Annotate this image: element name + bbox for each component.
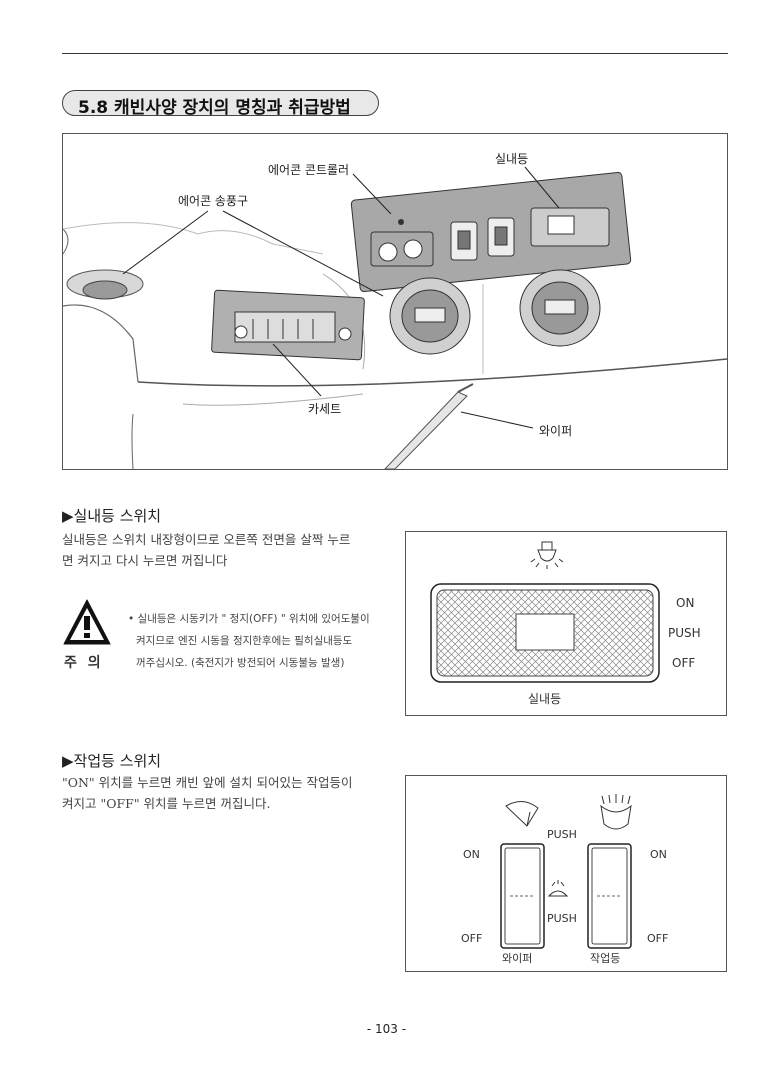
room-light-off-label: OFF <box>672 656 696 670</box>
room-light-illustration <box>430 541 660 683</box>
cabin-figure: 에어콘 콘트롤러 실내등 에어콘 송풍구 카세트 와이퍼 <box>62 133 728 470</box>
label-room-light: 실내등 <box>495 152 529 166</box>
work-light-desc-line-2: 켜지고 "OFF" 위치를 누르면 꺼집니다. <box>62 796 271 811</box>
room-light-push-label: PUSH <box>668 626 701 640</box>
work-light-illustration <box>500 794 632 949</box>
room-light-heading: ▶실내등 스위치 <box>62 507 162 525</box>
label-aircon-vent: 에어콘 송풍구 <box>178 194 249 208</box>
push-bottom-label: PUSH <box>547 912 577 925</box>
room-light-description: 실내등은 스위치 내장형이므로 오른쪽 전면을 살짝 누르 면 켜지고 다시 누… <box>62 529 392 571</box>
section-title-frame <box>62 90 379 116</box>
work-light-description: "ON" 위치를 누르면 캐빈 앞에 설치 되어있는 작업등이 켜지고 "OFF… <box>62 772 392 814</box>
round-vent-right-drawing <box>519 269 601 347</box>
warning-label: 주 의 <box>64 655 104 671</box>
work-light-figure: ON OFF PUSH PUSH ON OFF 와이퍼 작업등 <box>405 775 727 972</box>
header-rule <box>62 53 728 54</box>
work-light-desc-line-1: "ON" 위치를 누르면 캐빈 앞에 설치 되어있는 작업등이 <box>62 775 353 790</box>
work-light-caption: 작업등 <box>590 952 621 965</box>
wiper-caption: 와이퍼 <box>502 952 533 965</box>
section-title: 5.8 캐빈사양 장치의 명칭과 취급방법 <box>78 98 351 118</box>
room-light-caption: 실내등 <box>528 692 562 706</box>
warning-text: • 실내등은 시동키가 " 정지(OFF) " 위치에 있어도불이 켜지므로 엔… <box>128 608 398 674</box>
warning-block: 주 의 • 실내등은 시동키가 " 정지(OFF) " 위치에 있어도불이 켜지… <box>62 598 402 678</box>
work-light-off-label: OFF <box>647 932 669 945</box>
warning-line-2: 켜지므로 엔진 시동을 정지한후에는 필히실내등도 <box>136 635 353 647</box>
round-vent-left-drawing <box>389 277 471 355</box>
warning-triangle-icon <box>63 599 111 645</box>
wiper-on-label: ON <box>463 848 480 861</box>
push-top-label: PUSH <box>547 828 577 841</box>
work-light-heading: ▶작업등 스위치 <box>62 752 162 770</box>
work-light-on-label: ON <box>650 848 667 861</box>
cassette-drawing <box>211 289 365 361</box>
room-light-desc-line-1: 실내등은 스위치 내장형이므로 오른쪽 전면을 살짝 누르 <box>62 532 351 547</box>
aircon-controller-panel-drawing <box>350 171 632 293</box>
label-aircon-controller: 에어콘 콘트롤러 <box>268 163 350 177</box>
label-wiper: 와이퍼 <box>539 424 573 438</box>
cabin-illustration <box>63 166 727 469</box>
room-light-desc-line-2: 면 켜지고 다시 누르면 꺼집니다 <box>62 553 228 568</box>
wiper-icon <box>505 801 539 827</box>
warning-line-3: 꺼주십시오. (축전지가 방전되어 시동불능 발생) <box>136 657 345 669</box>
left-vent-drawing <box>63 228 144 300</box>
room-light-on-label: ON <box>676 596 695 610</box>
wiper-off-label: OFF <box>461 932 483 945</box>
washer-icon <box>547 880 569 897</box>
room-light-figure: ON PUSH OFF 실내등 <box>405 531 727 716</box>
warning-line-1: • 실내등은 시동키가 " 정지(OFF) " 위치에 있어도불이 <box>128 613 370 625</box>
page-number: - 103 - <box>366 1022 407 1036</box>
label-cassette: 카세트 <box>308 402 342 416</box>
lamp-icon <box>530 541 564 569</box>
work-light-icon <box>600 794 632 830</box>
